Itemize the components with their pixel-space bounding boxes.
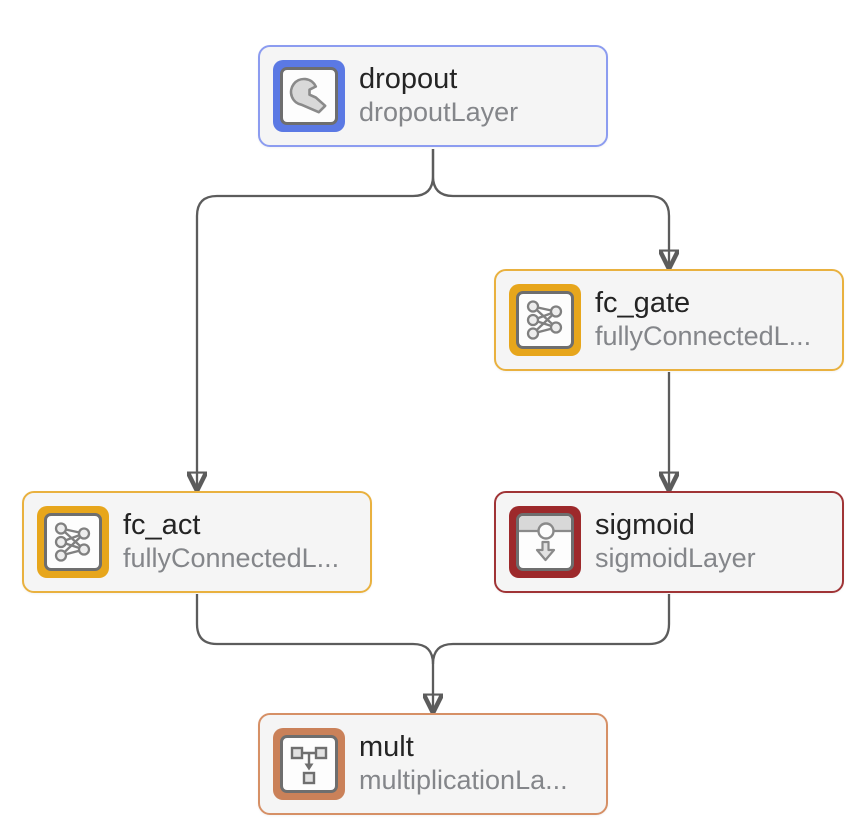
layer-node-sigmoid[interactable]: sigmoid sigmoidLayer [494,491,844,593]
layer-name: fc_act [123,509,201,541]
edge-dropout-to-fc_gate[interactable] [431,149,669,264]
layer-node-dropout[interactable]: dropout dropoutLayer [258,45,608,147]
layer-labels: fc_act fullyConnectedL... [123,509,339,575]
layer-name: dropout [359,63,458,95]
layer-labels: fc_gate fullyConnectedL... [595,287,811,353]
layer-labels: mult multiplicationLa... [359,731,568,797]
multiply-icon-frame [280,735,338,793]
layer-name: sigmoid [595,509,695,541]
wrench-icon-frame [280,67,338,125]
layer-type: dropoutLayer [359,97,519,127]
layer-node-mult[interactable]: mult multiplicationLa... [258,713,608,815]
sigmoid-icon-frame [516,513,574,571]
layer-name: mult [359,731,414,763]
fully-connected-icon-frame [44,513,102,571]
layer-type: fullyConnectedL... [595,321,812,351]
multiply-icon [273,728,345,800]
fully-connected-icon-frame [516,291,574,349]
layer-labels: sigmoid sigmoidLayer [595,509,756,575]
layer-labels: dropout dropoutLayer [359,63,518,129]
layer-node-fc_act[interactable]: fc_act fullyConnectedL... [22,491,372,593]
fully-connected-icon [37,506,109,578]
layer-type: fullyConnectedL... [123,543,340,573]
layer-node-fc_gate[interactable]: fc_gate fullyConnectedL... [494,269,844,371]
layer-type: multiplicationLa... [359,765,568,795]
wrench-icon [273,60,345,132]
layer-type: sigmoidLayer [595,543,756,573]
edge-dropout-to-fc_act[interactable] [197,149,435,486]
layer-name: fc_gate [595,287,691,319]
edge-sigmoid-to-mult[interactable] [431,594,671,665]
fully-connected-icon [509,284,581,356]
edge-fc_act-to-mult[interactable] [195,594,433,708]
sigmoid-icon [509,506,581,578]
